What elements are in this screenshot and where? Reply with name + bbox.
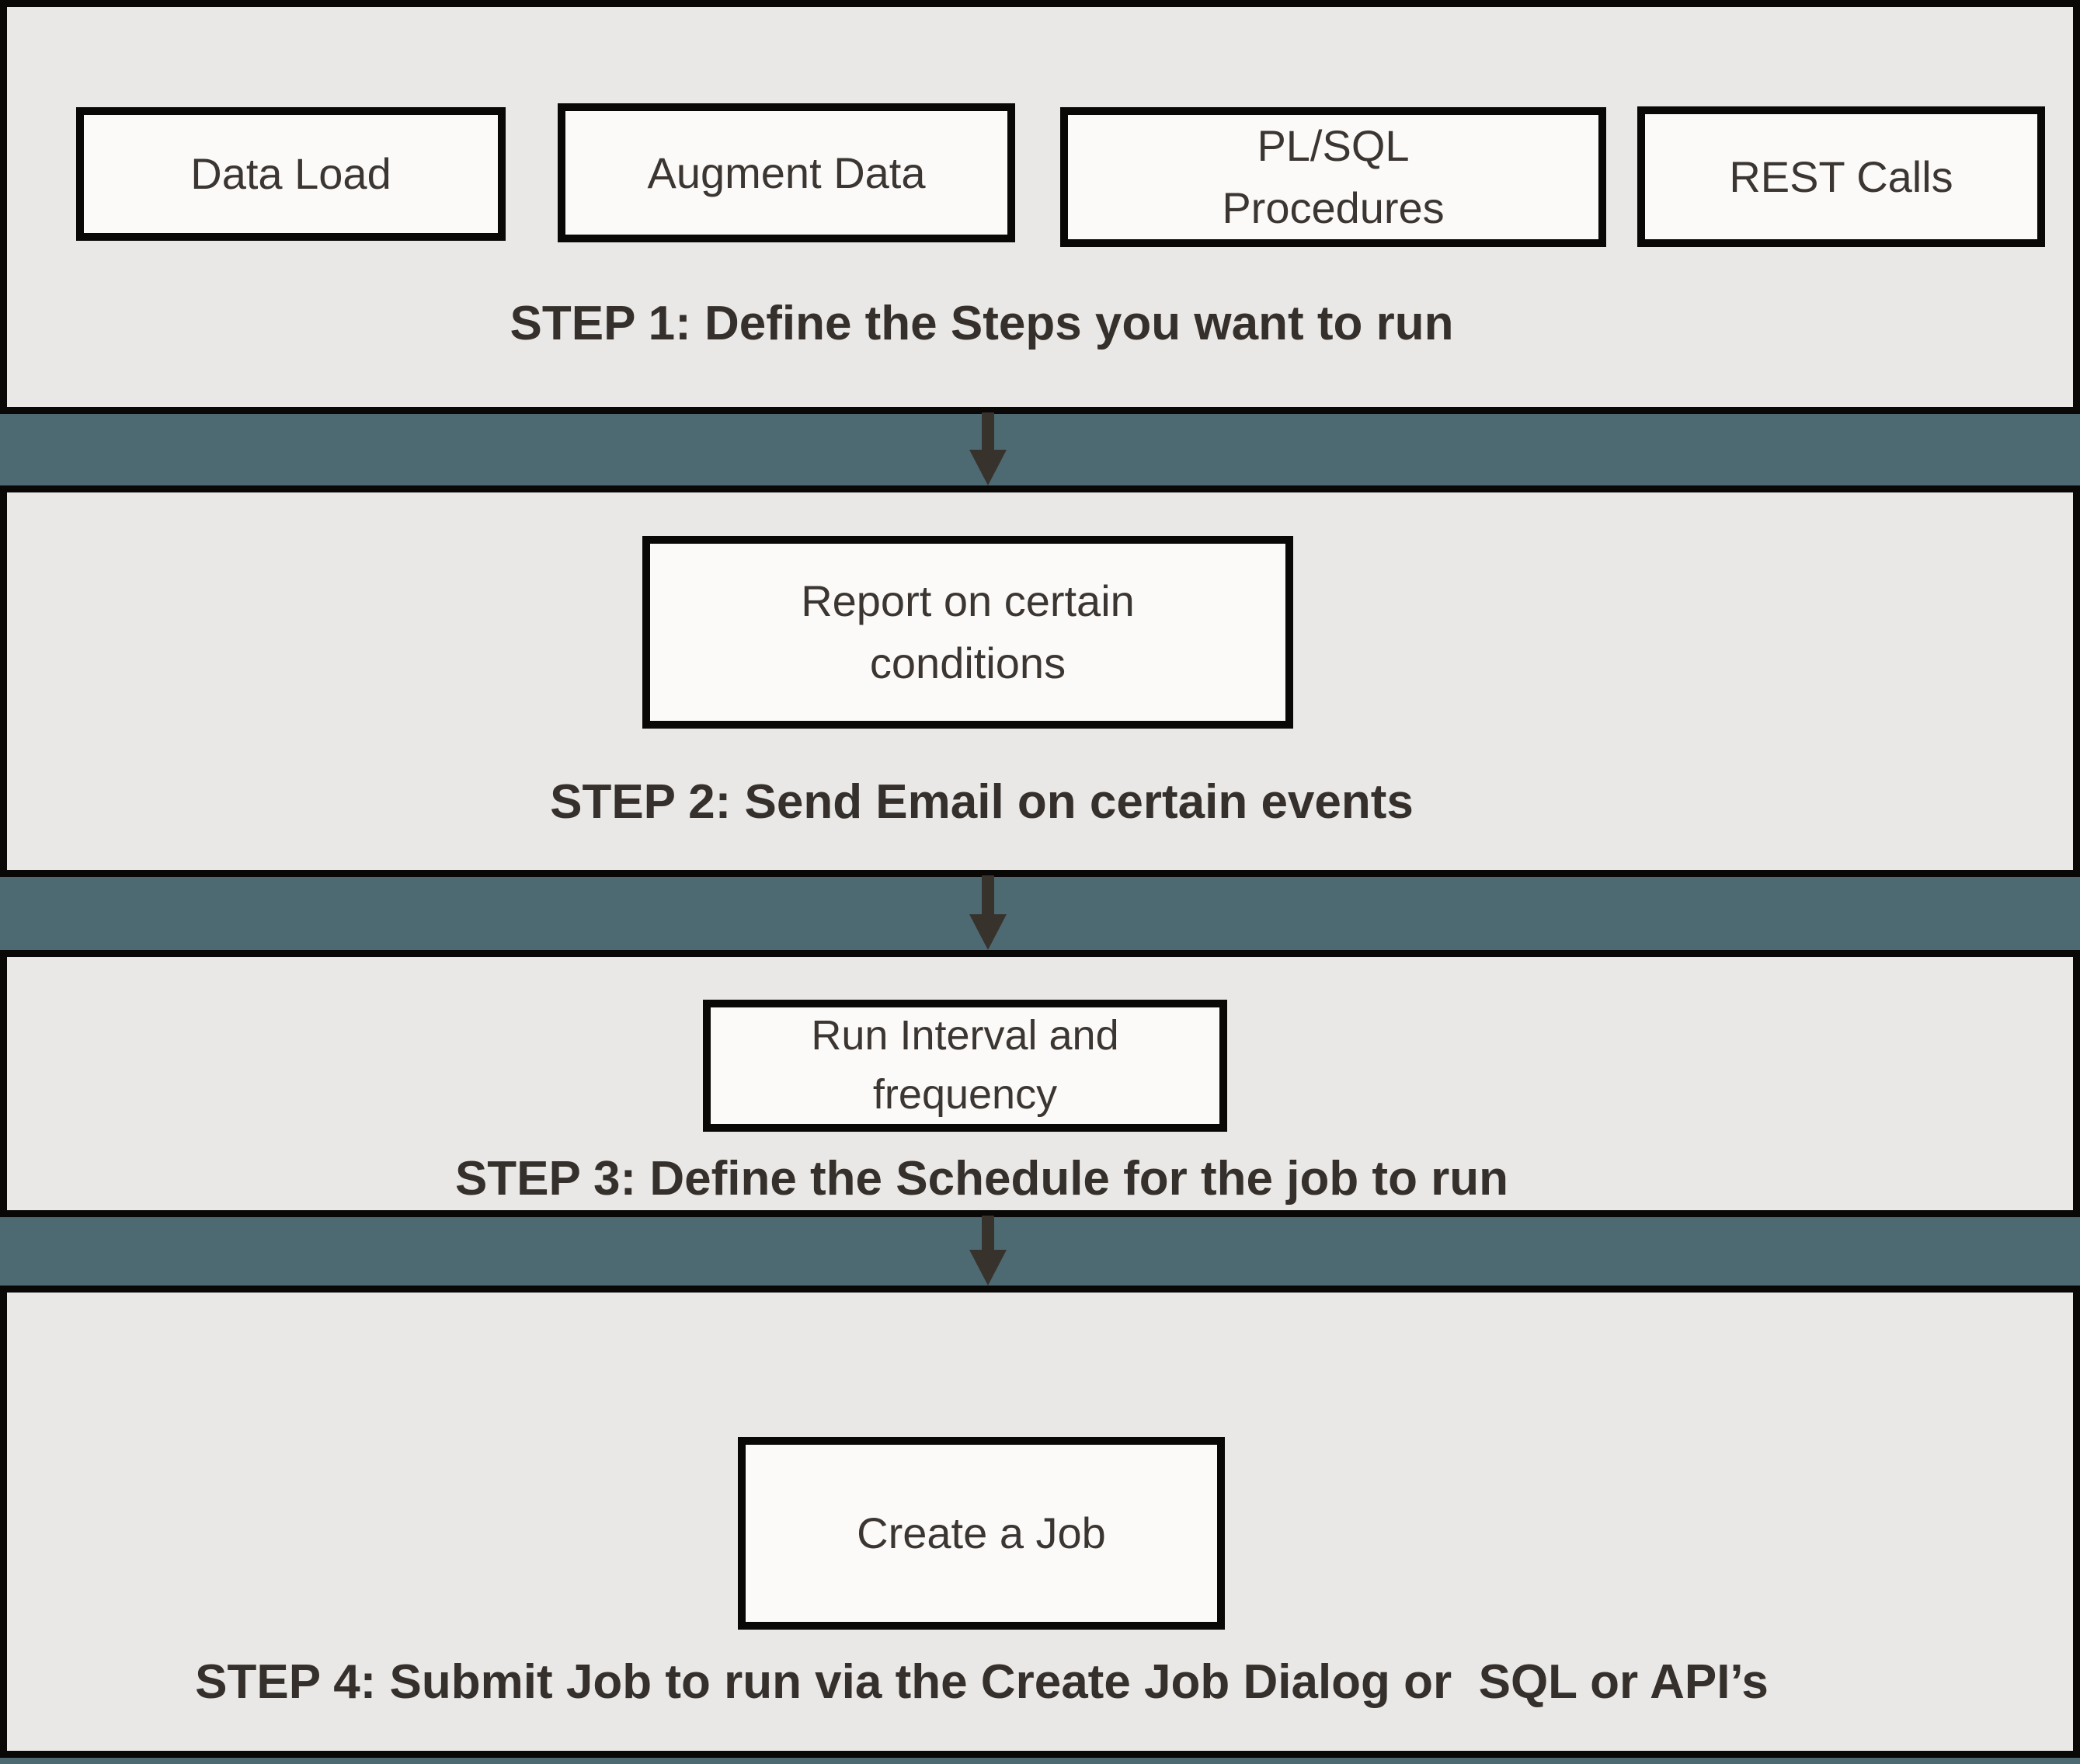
down-arrow-icon xyxy=(969,1216,1007,1286)
step4-caption: STEP 4: Submit Job to run via the Create… xyxy=(195,1655,1769,1709)
node-create-a-job: Create a Job xyxy=(738,1437,1225,1630)
node-create-a-job-label: Create a Job xyxy=(857,1508,1106,1558)
node-report-on-conditions-label: Report on certain conditions xyxy=(801,576,1135,687)
arrow-shaft xyxy=(982,412,994,451)
node-augment-data-label: Augment Data xyxy=(647,148,926,197)
node-data-load-label: Data Load xyxy=(190,149,391,199)
node-rest-calls-label: REST Calls xyxy=(1729,151,1953,201)
arrow-head xyxy=(969,1250,1007,1286)
node-data-load: Data Load xyxy=(76,107,506,241)
step1-caption: STEP 1: Define the Steps you want to run xyxy=(510,297,1454,350)
node-plsql-procedures-label: PL/SQL Procedures xyxy=(1222,121,1445,232)
node-run-interval: Run Interval and frequency xyxy=(703,1000,1227,1132)
step2-section: Report on certain conditions STEP 2: Sen… xyxy=(0,485,2080,877)
step2-caption: STEP 2: Send Email on certain events xyxy=(550,775,1414,829)
step4-section: Create a Job STEP 4: Submit Job to run v… xyxy=(0,1286,2080,1758)
arrow-shaft xyxy=(982,1216,994,1251)
down-arrow-icon xyxy=(969,875,1007,950)
node-augment-data: Augment Data xyxy=(558,103,1015,242)
down-arrow-icon xyxy=(969,412,1007,485)
step3-section: Run Interval and frequency STEP 3: Defin… xyxy=(0,950,2080,1217)
arrow-head xyxy=(969,914,1007,950)
step3-caption: STEP 3: Define the Schedule for the job … xyxy=(454,1152,1509,1206)
node-plsql-procedures: PL/SQL Procedures xyxy=(1060,107,1606,247)
node-rest-calls: REST Calls xyxy=(1637,106,2045,247)
node-run-interval-label: Run Interval and frequency xyxy=(811,1012,1119,1118)
node-report-on-conditions: Report on certain conditions xyxy=(642,536,1293,729)
arrow-head xyxy=(969,450,1007,485)
step1-section: Data Load Augment Data PL/SQL Procedures… xyxy=(0,0,2080,414)
arrow-shaft xyxy=(982,875,994,916)
